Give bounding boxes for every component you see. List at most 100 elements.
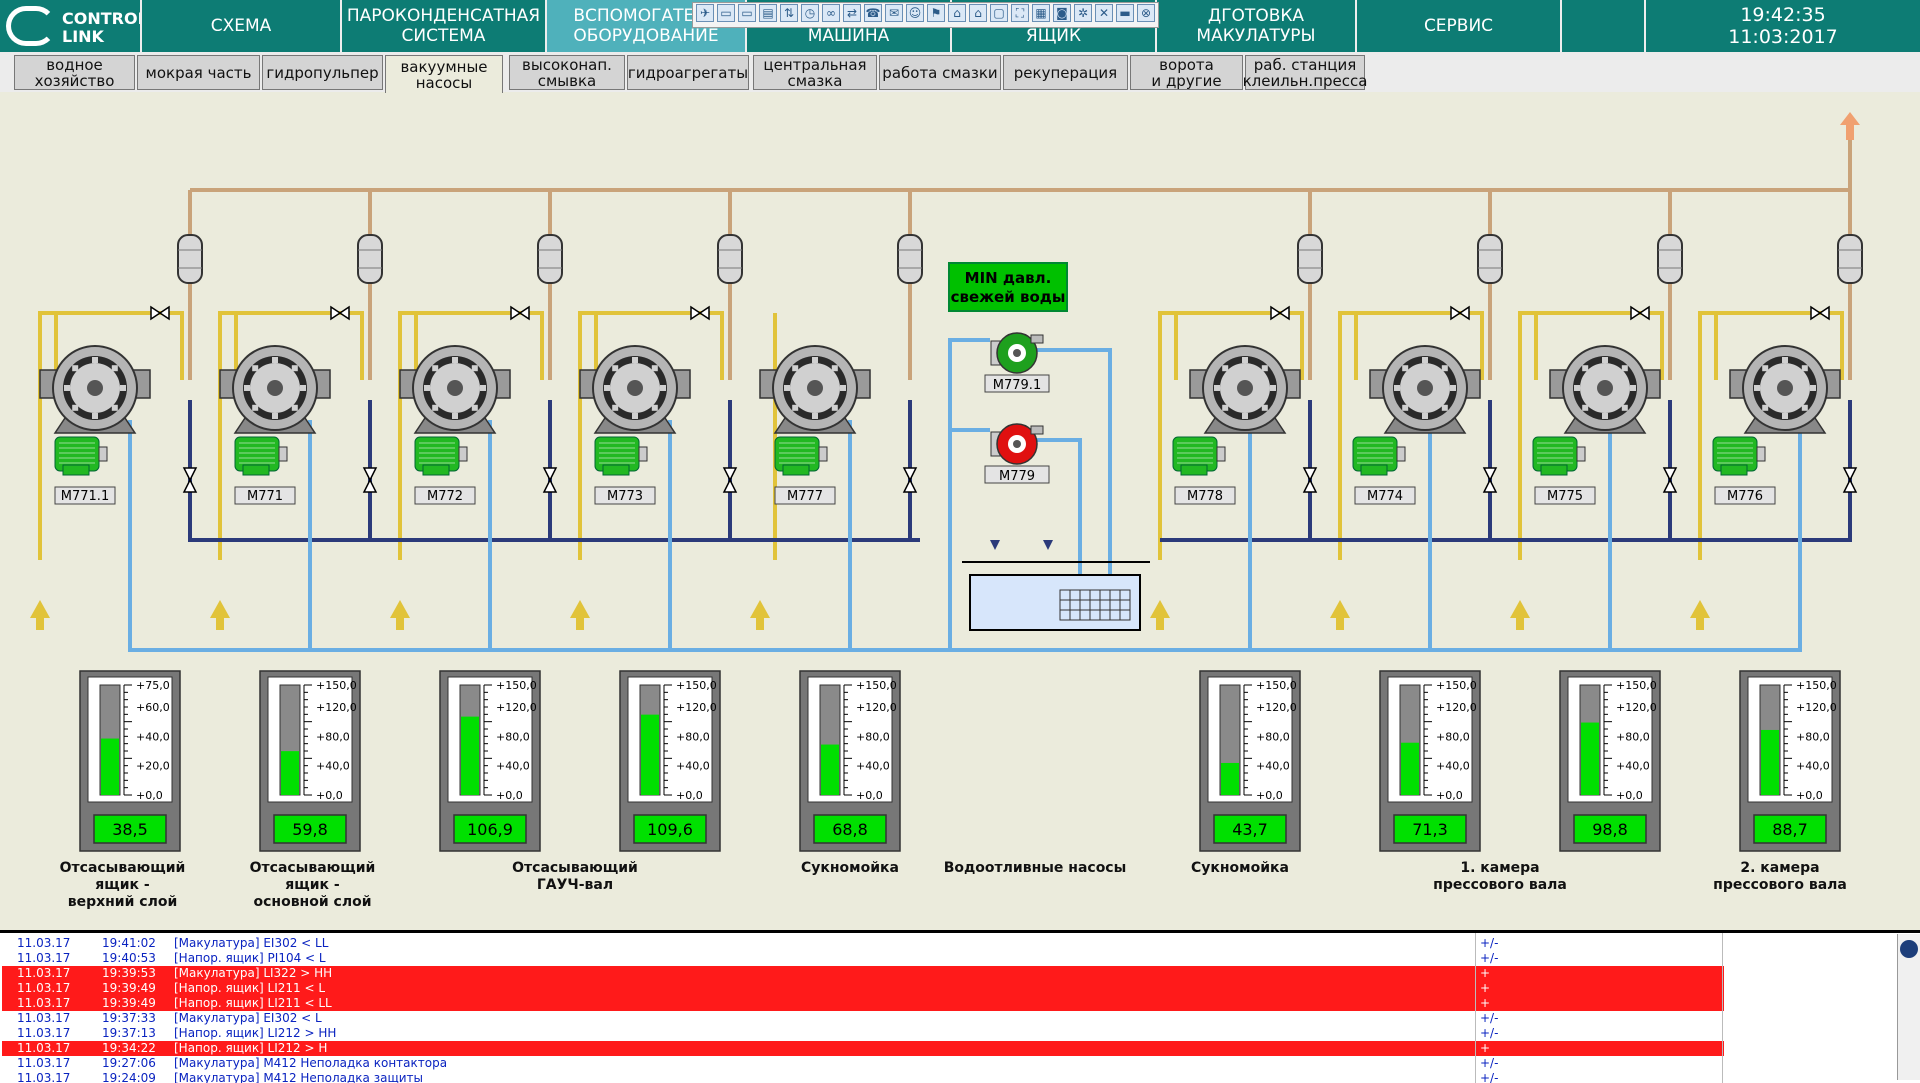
- gauge-value-display: 59,8: [292, 820, 328, 839]
- valve-icon: [510, 305, 522, 321]
- pressure-gauge-6: +150,0+120,0+80,0+40,0+0,071,3: [1379, 670, 1481, 852]
- vacuum-pump-0: [39, 345, 151, 434]
- document-icon[interactable]: ▦: [1032, 4, 1050, 22]
- motor-label-M773: M773: [594, 486, 656, 505]
- gauge-tick-label: +150,0: [1436, 679, 1477, 692]
- valve-icon: [182, 467, 198, 482]
- min-fresh-water-pressure-alarm[interactable]: MIN давл. свежей воды: [948, 262, 1068, 312]
- gauge-tick-label: +0,0: [856, 789, 883, 802]
- console-icon[interactable]: ▤: [759, 4, 777, 22]
- monitor-icon[interactable]: ▭: [717, 4, 735, 22]
- subtab-4[interactable]: высоконап. смывка: [509, 55, 625, 90]
- vacuum-pump-7: [1549, 345, 1661, 434]
- fullscreen-icon[interactable]: ⛶: [1011, 4, 1029, 22]
- gauge-value-display: 106,9: [467, 820, 513, 839]
- nav-stock-preparation-button[interactable]: ДГОТОВКА МАКУЛАТУРЫ: [1155, 0, 1355, 52]
- drain-pump-label-M779: M779: [984, 465, 1050, 484]
- event-date: 11.03.17: [17, 951, 71, 965]
- subtab-8[interactable]: рекуперация: [1003, 55, 1128, 90]
- nav-schema-button[interactable]: СХЕМА: [140, 0, 340, 52]
- monitor-icon[interactable]: ▭: [738, 4, 756, 22]
- gauge-tick-label: +80,0: [1796, 730, 1830, 743]
- svg-text:M779: M779: [999, 469, 1035, 484]
- screenshot-icon[interactable]: ◙: [1053, 4, 1071, 22]
- event-row-highlight: [2, 996, 1724, 1011]
- subtab-5[interactable]: гидроагрегаты: [627, 55, 749, 90]
- event-date: 11.03.17: [17, 1026, 71, 1040]
- steam-header-pipe: [190, 135, 1852, 192]
- pin-icon[interactable]: ✈: [696, 4, 714, 22]
- vacuum-pump-3: [579, 345, 691, 434]
- pressure-gauge-7: +150,0+120,0+80,0+40,0+0,098,8: [1559, 670, 1661, 852]
- subtab-2[interactable]: гидропульпер: [262, 55, 383, 90]
- subtab-1[interactable]: мокрая часть: [137, 55, 260, 90]
- gauge-tick-label: +40,0: [1436, 760, 1470, 773]
- gauge-fill-4: [821, 744, 839, 795]
- note-icon[interactable]: ▬: [1116, 4, 1134, 22]
- subtab-6[interactable]: центральная смазка: [753, 55, 877, 90]
- person-icon[interactable]: ☺: [906, 4, 924, 22]
- gauge-tick-label: +20,0: [136, 760, 170, 773]
- nav-service-button[interactable]: СЕРВИС: [1355, 0, 1560, 52]
- separator-vessel-icon: [1837, 234, 1863, 284]
- chat-icon[interactable]: ✉: [885, 4, 903, 22]
- valve-icon: [698, 305, 710, 321]
- subtab-9[interactable]: ворота и другие: [1130, 55, 1243, 90]
- motor-icon-M771: [234, 436, 288, 476]
- vacuum-pump-2: [399, 345, 511, 434]
- svg-text:M779.1: M779.1: [993, 378, 1041, 393]
- event-ack: +: [1480, 996, 1491, 1010]
- tree-icon[interactable]: ⇅: [780, 4, 798, 22]
- seal-water-pipe: [1158, 311, 1304, 560]
- bookmark-icon[interactable]: ⚑: [927, 4, 945, 22]
- exit-icon[interactable]: ⊗: [1137, 4, 1155, 22]
- gauge-tick-label: +150,0: [316, 679, 357, 692]
- subtab-3[interactable]: вакуумные насосы: [385, 55, 503, 93]
- lock-icon[interactable]: ⌂: [969, 4, 987, 22]
- gauge-tick-label: +0,0: [1616, 789, 1643, 802]
- motor-label-M777: M777: [774, 486, 836, 505]
- valve-icon: [1638, 305, 1650, 321]
- event-date: 11.03.17: [17, 996, 71, 1010]
- event-text: [Макулатура] LI322 > HH: [174, 966, 333, 980]
- event-log-scrollbar[interactable]: [1897, 934, 1920, 1080]
- tools-icon[interactable]: ✕: [1095, 4, 1113, 22]
- scroll-knob-icon[interactable]: [1900, 940, 1918, 958]
- subtab-10[interactable]: раб. станция клеильн.пресса: [1242, 55, 1368, 90]
- motor-icon-M777: [774, 436, 828, 476]
- clock-icon[interactable]: ◷: [801, 4, 819, 22]
- phone-icon[interactable]: ☎: [864, 4, 882, 22]
- clock-display: 19:42:35 11:03:2017: [1644, 0, 1920, 52]
- gauge-fill-5: [1221, 762, 1239, 795]
- motor-label-M775: M775: [1534, 486, 1596, 505]
- window-icon[interactable]: ▢: [990, 4, 1008, 22]
- svg-text:M771.1: M771.1: [61, 489, 109, 504]
- clock-date: 11:03:2017: [1728, 26, 1838, 48]
- motor-icon-M772: [414, 436, 468, 476]
- separator-vessel-icon: [177, 234, 203, 284]
- link-icon[interactable]: ∞: [822, 4, 840, 22]
- settings-icon[interactable]: ✲: [1074, 4, 1092, 22]
- valve-icon: [1630, 305, 1642, 321]
- subtab-0[interactable]: водное хозяйство: [14, 55, 135, 90]
- pressure-gauge-4: +150,0+120,0+80,0+40,0+0,068,8: [799, 670, 901, 852]
- motor-label-M772: M772: [414, 486, 476, 505]
- section-caption-4: Водоотливные насосы: [943, 860, 1127, 876]
- nav-steam-condensate-button[interactable]: ПАРОКОНДЕНСАТНАЯ СИСТЕМА: [340, 0, 545, 52]
- motor-label-M771: M771: [234, 486, 296, 505]
- event-time: 19:40:53: [102, 951, 156, 965]
- flow-icon[interactable]: ⇄: [843, 4, 861, 22]
- lock-icon[interactable]: ⌂: [948, 4, 966, 22]
- valve-icon: [1662, 478, 1678, 493]
- subtab-7[interactable]: работа смазки: [879, 55, 1001, 90]
